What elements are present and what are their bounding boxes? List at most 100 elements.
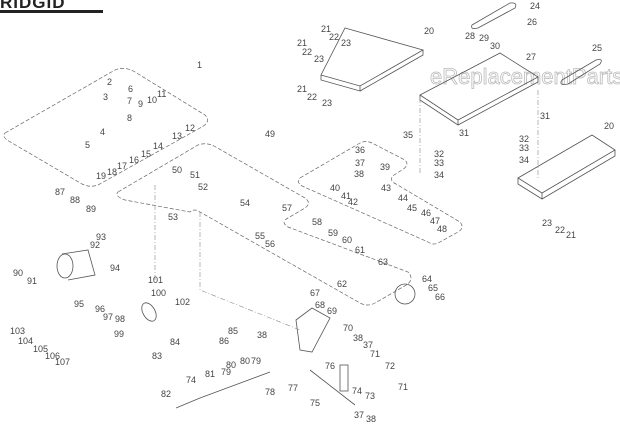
callout-88: 88 bbox=[70, 195, 80, 205]
callout-85: 85 bbox=[228, 326, 238, 336]
callout-33: 33 bbox=[434, 158, 444, 168]
callout-87: 87 bbox=[55, 187, 65, 197]
callout-34: 34 bbox=[519, 155, 529, 165]
callout-52: 52 bbox=[198, 182, 208, 192]
callout-59: 59 bbox=[328, 228, 338, 238]
callout-16: 16 bbox=[129, 155, 139, 165]
extension-table-right bbox=[517, 134, 616, 200]
callout-103: 103 bbox=[10, 326, 25, 336]
callout-42: 42 bbox=[348, 197, 358, 207]
callout-32: 32 bbox=[434, 149, 444, 159]
callout-97: 97 bbox=[103, 312, 113, 322]
callout-56: 56 bbox=[265, 239, 275, 249]
callout-38: 38 bbox=[354, 169, 364, 179]
callout-79: 79 bbox=[221, 367, 231, 377]
motor bbox=[56, 253, 74, 279]
callout-60: 60 bbox=[342, 235, 352, 245]
callout-17: 17 bbox=[117, 161, 127, 171]
belt-102 bbox=[141, 302, 157, 322]
bracket-72 bbox=[339, 364, 349, 392]
callout-83: 83 bbox=[152, 351, 162, 361]
callout-80: 80 bbox=[226, 360, 236, 370]
callout-82: 82 bbox=[161, 389, 171, 399]
callout-76: 76 bbox=[325, 361, 335, 371]
callout-7: 7 bbox=[127, 96, 132, 106]
callout-90: 90 bbox=[13, 268, 23, 278]
callout-33: 33 bbox=[519, 143, 529, 153]
callout-25: 25 bbox=[592, 43, 602, 53]
callout-89: 89 bbox=[86, 204, 96, 214]
callout-23: 23 bbox=[322, 98, 332, 108]
saw-blade-64 bbox=[394, 283, 416, 305]
callout-70: 70 bbox=[343, 323, 353, 333]
watermark: eReplacementParts.com bbox=[430, 64, 620, 89]
callout-11: 11 bbox=[157, 89, 166, 99]
callout-19: 19 bbox=[96, 171, 106, 181]
callout-67: 67 bbox=[310, 288, 320, 298]
group-outline-1 bbox=[3, 68, 208, 187]
callout-98: 98 bbox=[115, 314, 125, 324]
callout-18: 18 bbox=[107, 167, 117, 177]
callout-21: 21 bbox=[297, 38, 307, 48]
callout-20: 20 bbox=[424, 26, 434, 36]
callout-51: 51 bbox=[190, 170, 200, 180]
callout-37: 37 bbox=[355, 158, 365, 168]
callout-35: 35 bbox=[403, 130, 413, 140]
callout-57: 57 bbox=[282, 203, 292, 213]
callout-26: 26 bbox=[527, 17, 537, 27]
logo-text: RIDGID bbox=[0, 0, 66, 12]
guide-line bbox=[154, 90, 539, 331]
callout-20: 20 bbox=[604, 121, 614, 131]
callout-22: 22 bbox=[307, 92, 317, 102]
callout-4: 4 bbox=[100, 127, 105, 137]
callout-38: 38 bbox=[257, 330, 267, 340]
callout-105: 105 bbox=[33, 344, 48, 354]
callout-36: 36 bbox=[355, 145, 365, 155]
callout-79: 79 bbox=[251, 356, 261, 366]
callout-34: 34 bbox=[434, 170, 444, 180]
callout-93: 93 bbox=[96, 232, 106, 242]
callout-71: 71 bbox=[398, 382, 408, 392]
callout-86: 86 bbox=[219, 336, 229, 346]
callout-104: 104 bbox=[18, 336, 33, 346]
callout-45: 45 bbox=[407, 203, 417, 213]
callout-21: 21 bbox=[321, 24, 331, 34]
group-outline-35 bbox=[298, 141, 463, 245]
callout-96: 96 bbox=[95, 304, 105, 314]
callout-23: 23 bbox=[542, 218, 552, 228]
callout-22: 22 bbox=[555, 225, 565, 235]
callout-99: 99 bbox=[114, 329, 124, 339]
callout-77: 77 bbox=[288, 383, 298, 393]
callout-74: 74 bbox=[352, 386, 362, 396]
callout-78: 78 bbox=[265, 387, 275, 397]
callout-68: 68 bbox=[315, 300, 325, 310]
callout-41: 41 bbox=[341, 191, 351, 201]
callout-5: 5 bbox=[85, 140, 90, 150]
callout-94: 94 bbox=[110, 263, 120, 273]
callout-62: 62 bbox=[337, 279, 347, 289]
callout-39: 39 bbox=[380, 162, 390, 172]
callout-15: 15 bbox=[141, 149, 151, 159]
callout-38: 38 bbox=[353, 333, 363, 343]
callout-21: 21 bbox=[566, 230, 576, 240]
callout-1: 1 bbox=[197, 60, 202, 70]
callout-75: 75 bbox=[310, 398, 320, 408]
callout-40: 40 bbox=[330, 183, 340, 193]
callout-101: 101 bbox=[148, 275, 163, 285]
callout-23: 23 bbox=[341, 38, 351, 48]
callout-22: 22 bbox=[302, 47, 312, 57]
callout-8: 8 bbox=[127, 113, 132, 123]
table-insert-24 bbox=[471, 2, 517, 29]
callout-66: 66 bbox=[435, 292, 445, 302]
callout-32: 32 bbox=[519, 134, 529, 144]
callout-30: 30 bbox=[490, 41, 500, 51]
callout-13: 13 bbox=[172, 131, 182, 141]
callout-71: 71 bbox=[370, 349, 380, 359]
callout-102: 102 bbox=[175, 297, 190, 307]
callout-49: 49 bbox=[265, 129, 275, 139]
callout-47: 47 bbox=[430, 216, 440, 226]
callout-54: 54 bbox=[240, 198, 250, 208]
callout-65: 65 bbox=[428, 283, 438, 293]
callout-29: 29 bbox=[479, 33, 489, 43]
